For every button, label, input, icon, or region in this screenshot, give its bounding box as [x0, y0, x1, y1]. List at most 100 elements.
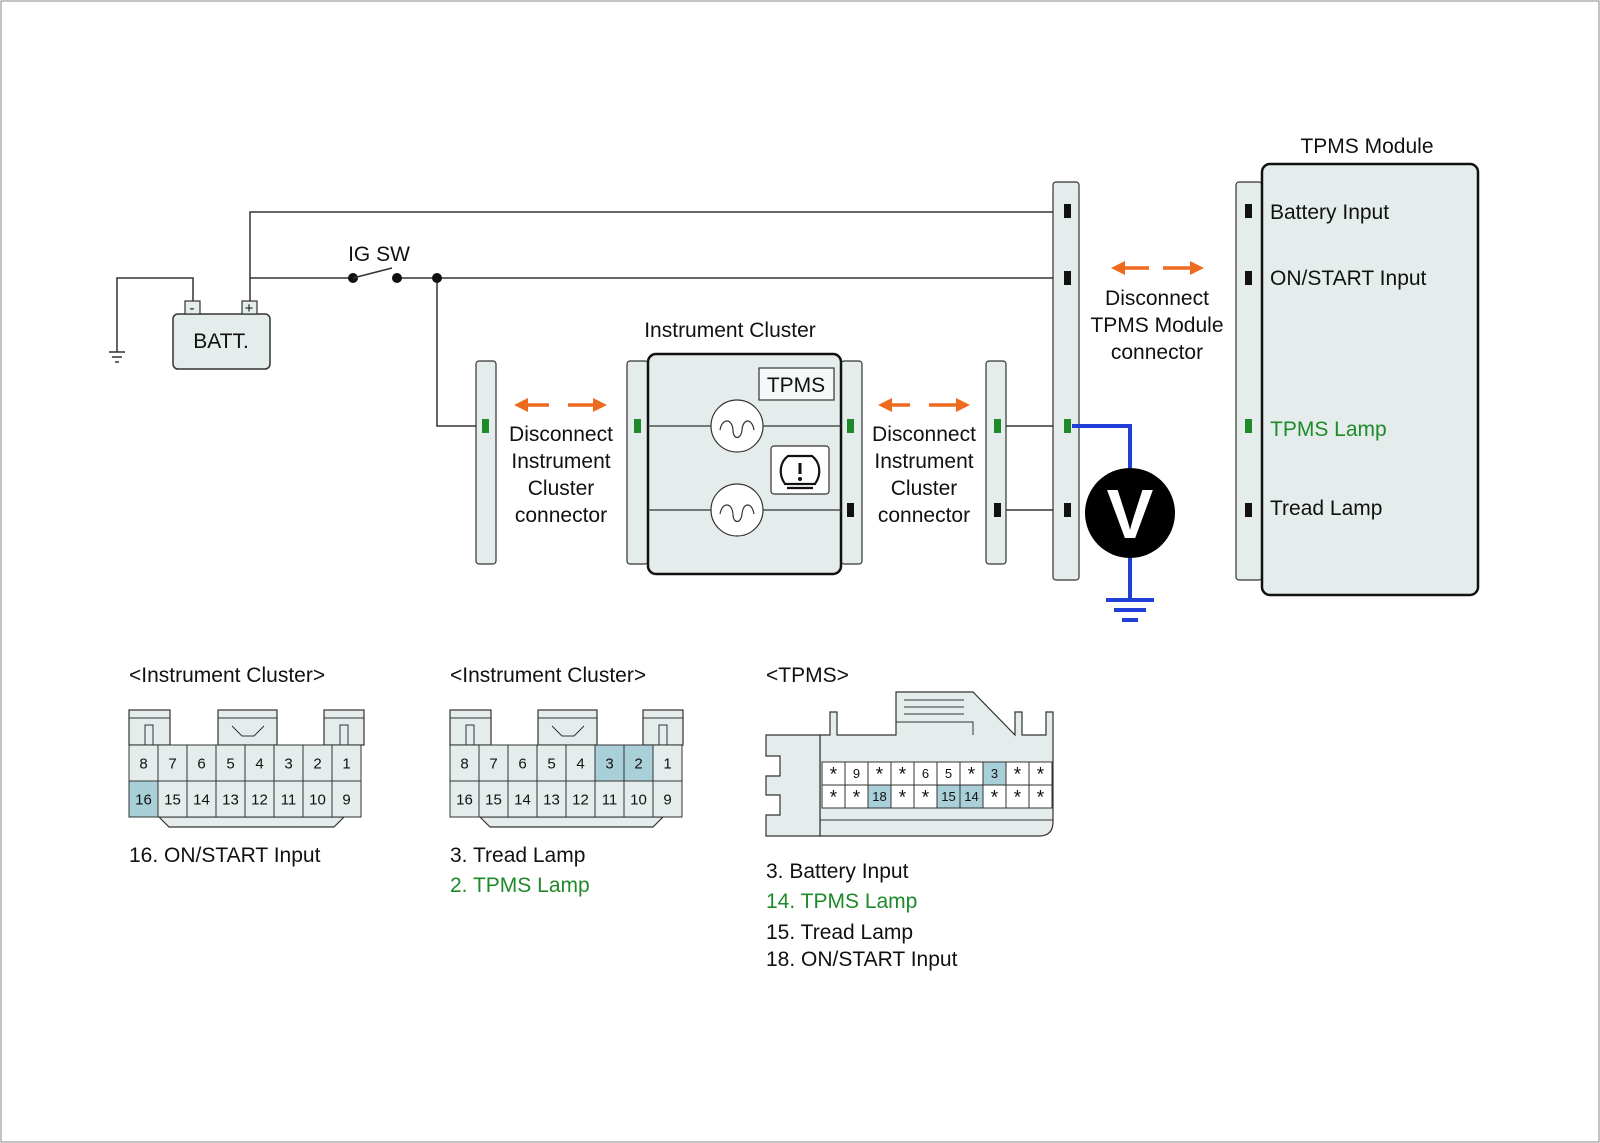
pin-number: *: [1037, 765, 1045, 786]
tpms-label: TPMS: [767, 374, 825, 397]
voltmeter: V: [1072, 424, 1175, 622]
tread-lamp-bulb-icon: [710, 483, 764, 537]
pin-number: 10: [630, 791, 647, 808]
pin-number: 5: [226, 755, 234, 772]
instrument-cluster: Instrument Cluster TPMS: [626, 319, 863, 576]
battery-pos-label: +: [245, 300, 254, 317]
disconnect-right-line-3: connector: [1111, 341, 1203, 364]
pin: [1245, 204, 1252, 218]
pin-cell: [331, 780, 362, 818]
pin-number: *: [968, 765, 976, 786]
ground-lead-wire: [116, 277, 194, 352]
battery-pos-terminal: [241, 300, 258, 315]
pin-number: 3: [605, 755, 613, 772]
pin-cell: [244, 744, 275, 782]
ground-symbol: [109, 351, 125, 363]
pin-number: 2: [313, 755, 321, 772]
pin-number: *: [899, 765, 907, 786]
pin-highlight: [994, 419, 1001, 433]
battery-label: BATT.: [193, 330, 249, 353]
battery-input-wire: [249, 211, 1067, 301]
disconnect-arrows-left: [514, 398, 607, 412]
pin: [1064, 503, 1071, 517]
pin-number: 12: [572, 791, 589, 808]
disconnect-arrows-mid: [878, 398, 970, 412]
pin-number: 4: [576, 755, 584, 772]
disconnect-mid-line-1: Disconnect: [872, 423, 976, 446]
pin-number: 15: [485, 791, 502, 808]
tpms-warning-icon: [770, 445, 830, 495]
pin-cell: [302, 744, 333, 782]
pin: [847, 503, 854, 517]
cluster-harness-connector-left: [475, 360, 497, 565]
pin-number: 7: [489, 755, 497, 772]
pin-cell: [331, 744, 362, 782]
battery-neg-label: -: [190, 300, 195, 317]
pin-number: *: [830, 765, 838, 786]
pin-cell-highlighted: [623, 744, 654, 782]
pin-number: 1: [663, 755, 671, 772]
latch-detail: [129, 717, 364, 745]
tpms-pin-tread-lamp: Tread Lamp: [1270, 497, 1382, 520]
pin-number: 10: [309, 791, 326, 808]
pin-cell: [244, 780, 275, 818]
pin-number: *: [876, 765, 884, 786]
connector-note: 18. ON/START Input: [766, 948, 958, 971]
connector-note: 2. TPMS Lamp: [450, 874, 590, 897]
cluster-connector-left: [626, 360, 649, 565]
pin-cell: [565, 780, 596, 818]
connector-note: 14. TPMS Lamp: [766, 890, 917, 913]
pin-number: 9: [853, 766, 860, 781]
tpms-pin-tpms-lamp: TPMS Lamp: [1270, 418, 1387, 441]
pin: [1245, 503, 1252, 517]
pin-number: *: [1014, 765, 1022, 786]
connector-view-title: <Instrument Cluster>: [450, 664, 646, 687]
latch-detail: [450, 717, 683, 745]
disconnect-right-line-2: TPMS Module: [1090, 314, 1223, 337]
pin-number: 9: [663, 791, 671, 808]
pin-number: 13: [222, 791, 239, 808]
disconnect-left-line-3: Cluster: [528, 477, 595, 500]
connector-housing: [128, 709, 365, 828]
pin-number: 16: [135, 791, 152, 808]
pin-number: 15: [941, 789, 955, 804]
ig-sw-label: IG SW: [348, 243, 410, 266]
pin: [994, 503, 1001, 517]
pin-cell: [128, 744, 159, 782]
pin-cell: [1028, 784, 1053, 809]
pin-highlight: [634, 419, 641, 433]
pin-number: 8: [139, 755, 147, 772]
pin-cell: [449, 780, 480, 818]
pin-number: 11: [602, 791, 618, 808]
ignition-switch: IG SW: [348, 243, 442, 283]
tpms-pin-battery-input: Battery Input: [1270, 201, 1389, 224]
tpms-harness-connector: [1052, 181, 1080, 581]
pin-cell: [594, 780, 625, 818]
connector-note: 3. Tread Lamp: [450, 844, 585, 867]
disconnect-arrows-right: [1111, 261, 1204, 275]
pin-cell: [507, 780, 538, 818]
pin-cell: [215, 780, 246, 818]
disconnect-right-line-1: Disconnect: [1105, 287, 1209, 310]
pin-highlight: [1064, 419, 1071, 433]
pin-number: 3: [991, 766, 998, 781]
pin-cell: [623, 780, 654, 818]
pin-number: 13: [543, 791, 560, 808]
pin-number: *: [991, 788, 999, 809]
disconnect-left-line-2: Instrument: [511, 450, 610, 473]
pin-number: 11: [281, 791, 297, 808]
pin-highlight: [482, 419, 489, 433]
instrument-cluster-title: Instrument Cluster: [644, 319, 816, 342]
disconnect-mid-line-2: Instrument: [874, 450, 973, 473]
tpms-pin-on-start-input: ON/START Input: [1270, 267, 1427, 290]
pin: [1064, 204, 1071, 218]
connector-housing: [449, 709, 684, 828]
pin-cell: [157, 780, 188, 818]
pin-cell: [478, 744, 509, 782]
pin-highlight: [1245, 419, 1252, 433]
